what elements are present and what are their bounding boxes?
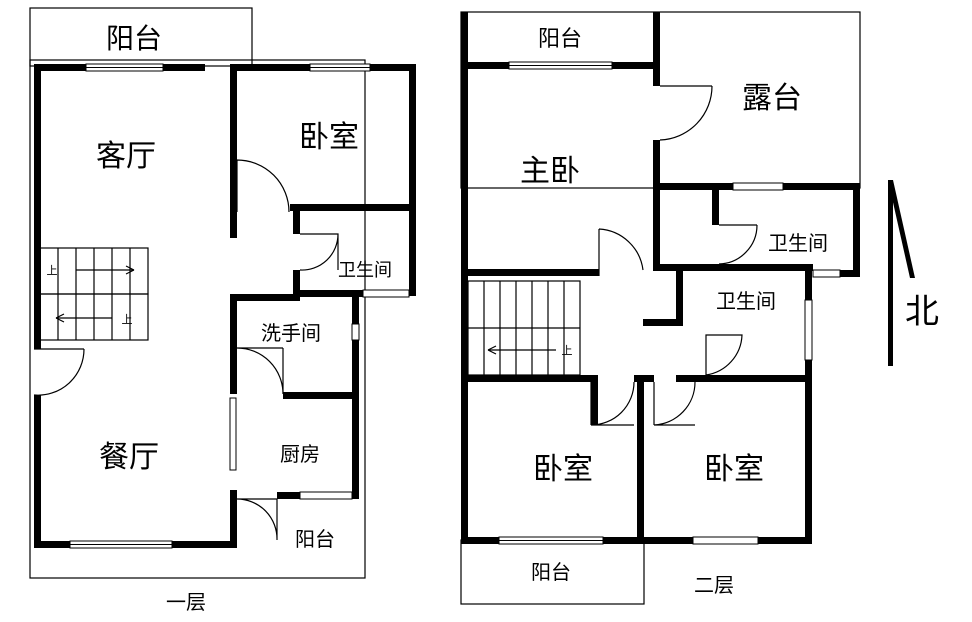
floor1-balcony-bottom-label: 阳台 xyxy=(295,527,335,551)
floor1-plan: 阳台 客厅 卧室 卫生间 洗手间 餐厅 厨房 阳台 上 上 一层 xyxy=(29,7,416,614)
floor2-bathroom-1-label: 卫生间 xyxy=(768,231,828,255)
floor2-bedroom-right-label: 卧室 xyxy=(704,452,764,487)
floor2-stairs xyxy=(467,280,581,376)
north-compass: 北 xyxy=(888,180,939,366)
floor1-title: 一层 xyxy=(166,590,206,614)
compass-north-label: 北 xyxy=(905,292,939,332)
floor1-stairs xyxy=(39,247,149,341)
floor2-master-bedroom-label: 主卧 xyxy=(520,154,580,189)
floor2-doors xyxy=(590,85,758,426)
floor1-doors xyxy=(33,159,339,541)
floor1-kitchen-label: 厨房 xyxy=(280,442,320,466)
floor2-windows xyxy=(498,61,841,545)
floor2-plan: 阳台 露台 主卧 卫生间 卫生间 卧室 卧室 阳台 上 二层 xyxy=(460,11,861,605)
floor1-living-room-label: 客厅 xyxy=(96,139,156,174)
floor2-walls xyxy=(461,12,860,544)
floor1-outer-outline xyxy=(29,59,366,579)
floor1-windows xyxy=(69,63,410,549)
floor2-bedroom-left-label: 卧室 xyxy=(533,452,593,487)
floor1-stair-up-label-2: 上 xyxy=(122,313,133,326)
floor1-washroom-label: 洗手间 xyxy=(261,321,321,345)
floor1-stair-up-label-1: 上 xyxy=(47,264,58,277)
floor2-balcony-top-label: 阳台 xyxy=(538,27,582,52)
floor2-balcony-bottom-label: 阳台 xyxy=(531,560,571,584)
floor1-bathroom-label: 卫生间 xyxy=(338,260,392,281)
floor1-walls xyxy=(34,64,416,548)
floor1-bedroom-label: 卧室 xyxy=(299,120,359,155)
floor1-dining-room-label: 餐厅 xyxy=(99,440,159,475)
floor2-bathroom-2-label: 卫生间 xyxy=(716,289,776,313)
floor2-stair-up-label: 上 xyxy=(562,344,573,357)
floor2-title: 二层 xyxy=(694,573,734,597)
floor2-terrace-label: 露台 xyxy=(742,81,802,116)
floor1-balcony-top-label: 阳台 xyxy=(106,22,162,55)
compass-needle-icon xyxy=(888,180,893,366)
